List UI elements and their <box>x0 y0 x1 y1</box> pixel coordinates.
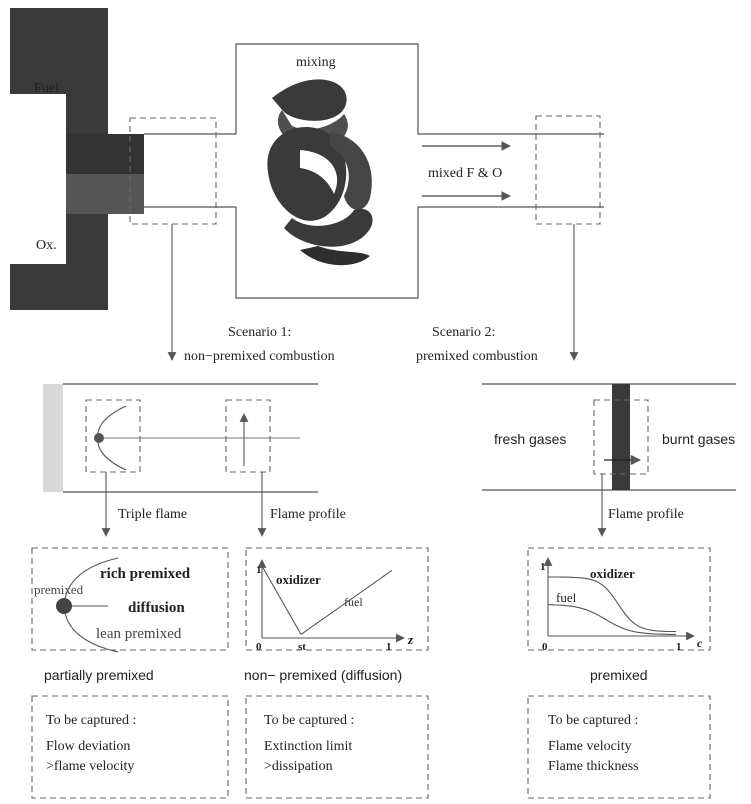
diffusion-x-tick-st: st <box>298 641 306 653</box>
scenario1-title: Scenario 1: <box>228 325 291 340</box>
premixed-fuel-label: fuel <box>556 590 577 605</box>
capture-diffusion-line2: >dissipation <box>264 759 333 774</box>
ox-label: Ox. <box>36 238 57 253</box>
diffusion-oxidizer-label: oxidizer <box>276 572 321 587</box>
capture-partial-line2: >flame velocity <box>46 759 134 774</box>
scenario2-title: Scenario 2: <box>432 325 495 340</box>
diffusion-oxidizer-curve <box>261 565 302 635</box>
premixed-dashed-box <box>593 399 649 475</box>
mixing-swirl-icon <box>267 79 373 266</box>
capture-diffusion-header: To be captured : <box>264 713 354 728</box>
lean-premixed-label: lean premixed <box>96 626 182 642</box>
mixing-label: mixing <box>296 55 336 70</box>
capture-box-premixed <box>527 695 711 799</box>
non-premixed-caption: non− premixed (diffusion) <box>244 667 402 683</box>
premixed-profile-box <box>527 547 711 651</box>
premixed-fuel-curve <box>548 604 676 635</box>
diffusion-profile-box <box>245 547 429 651</box>
triple-flame-point <box>94 433 104 443</box>
flame-profile-dashed-box <box>225 399 271 473</box>
s2-flame-profile-label: Flame profile <box>608 507 684 522</box>
outlet-dashed-box <box>535 115 601 225</box>
capture-premixed-header: To be captured : <box>548 713 638 728</box>
premixed-flame-front <box>612 384 630 490</box>
capture-diffusion-line1: Extinction limit <box>264 739 352 754</box>
premixed-caption: premixed <box>590 667 648 683</box>
premixed-branch-label: premixed <box>34 582 84 597</box>
premixed-y-tick-1: 1 <box>540 561 546 573</box>
diffusion-fuel-curve <box>300 569 393 635</box>
premixed-x-tick-1: 1 <box>676 641 682 653</box>
mixing-chamber <box>235 43 604 299</box>
diffusion-x-tick-0: 0 <box>256 641 262 653</box>
diffusion-label: diffusion <box>128 600 185 616</box>
triple-flame-label: Triple flame <box>118 507 187 522</box>
mixed-fo-label: mixed F & O <box>428 166 502 181</box>
fuel-label: Fuel <box>34 81 59 96</box>
capture-partial-line1: Flow deviation <box>46 739 130 754</box>
premixed-x-axis-label: c <box>697 636 703 650</box>
capture-premixed-line2: Flame thickness <box>548 759 639 774</box>
inlet-dashed-box <box>129 117 217 225</box>
rich-premixed-label: rich premixed <box>100 566 191 582</box>
triple-flame-detail-point <box>56 598 72 614</box>
triple-flame-detail-box <box>31 547 229 651</box>
burnt-gases-label: burnt gases <box>662 431 735 447</box>
partially-premixed-caption: partially premixed <box>44 667 154 683</box>
inlet-light-bar <box>43 384 63 492</box>
capture-box-partial <box>31 695 229 799</box>
diffusion-x-axis-label: z <box>407 632 414 647</box>
inlet-block <box>10 8 144 310</box>
scenario2-subtitle: premixed combustion <box>416 349 538 364</box>
scenario1-subtitle: non−premixed combustion <box>184 349 335 364</box>
capture-box-diffusion <box>245 695 429 799</box>
premixed-x-tick-0: 0 <box>542 641 548 653</box>
diffusion-fuel-label: fuel <box>344 595 363 609</box>
diffusion-y-tick-1: 1 <box>256 564 262 576</box>
diffusion-x-tick-1: 1 <box>386 641 392 653</box>
premixed-oxidizer-label: oxidizer <box>590 566 635 581</box>
fresh-gases-label: fresh gases <box>494 431 566 447</box>
s1-flame-profile-label: Flame profile <box>270 507 346 522</box>
triple-flame-dashed-box <box>85 399 141 473</box>
capture-premixed-line1: Flame velocity <box>548 739 632 754</box>
capture-partial-header: To be captured : <box>46 713 136 728</box>
premixed-oxidizer-curve <box>548 576 677 633</box>
